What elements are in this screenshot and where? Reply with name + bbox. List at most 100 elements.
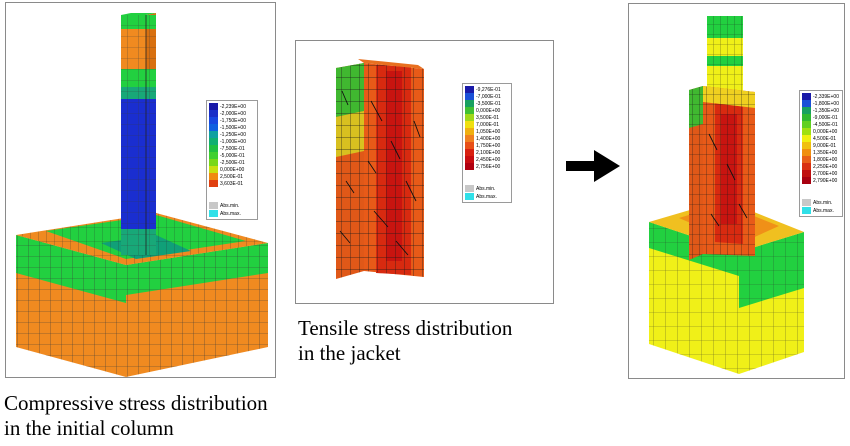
abs-min-label: Abs.min. bbox=[813, 199, 833, 206]
legend-value: -1,500E+00 bbox=[220, 124, 246, 131]
legend-row: -5,000E-01 bbox=[209, 152, 255, 159]
compressive-stress-panel: -2,239E+00-2,000E+00-1,750E+00-1,500E+00… bbox=[5, 2, 276, 378]
tensile-caption: Tensile stress distribution in the jacke… bbox=[298, 316, 512, 366]
legend-row: 3,500E-01 bbox=[465, 114, 509, 121]
legend-value: 2,500E-01 bbox=[220, 173, 244, 180]
legend-value: -2,500E-01 bbox=[220, 159, 245, 166]
legend-row: 2,100E+00 bbox=[465, 149, 509, 156]
jacketed-column-model-3d bbox=[649, 16, 804, 374]
legend-row: -4,500E-01 bbox=[802, 121, 840, 128]
compressive-caption: Compressive stress distribution in the i… bbox=[4, 391, 268, 441]
abs-max-label: Abs.max. bbox=[476, 193, 497, 200]
legend-swatch bbox=[209, 117, 218, 124]
legend-value: -1,350E+00 bbox=[813, 107, 839, 114]
legend-swatch bbox=[802, 142, 811, 149]
legend-value: -1,800E+00 bbox=[813, 100, 839, 107]
legend-swatch bbox=[465, 114, 474, 121]
legend-swatch bbox=[465, 107, 474, 114]
legend-value: 1,400E+00 bbox=[476, 135, 501, 142]
legend-swatch bbox=[209, 131, 218, 138]
legend-swatch bbox=[465, 93, 474, 100]
legend-value: -1,250E+00 bbox=[220, 131, 246, 138]
column-model-3d bbox=[16, 13, 268, 377]
legend-swatch bbox=[465, 149, 474, 156]
legend-row: 1,050E+00 bbox=[465, 128, 509, 135]
legend-value: 1,050E+00 bbox=[476, 128, 501, 135]
legend-swatch bbox=[465, 163, 474, 170]
legend-swatch bbox=[209, 124, 218, 131]
legend-swatch bbox=[209, 173, 218, 180]
legend-swatch bbox=[465, 156, 474, 163]
legend-row: 0,000E+00 bbox=[802, 128, 840, 135]
legend-value: -9,276E-01 bbox=[476, 86, 501, 93]
legend-value: 0,000E+00 bbox=[476, 107, 501, 114]
legend-row: 1,400E+00 bbox=[465, 135, 509, 142]
legend-swatch bbox=[802, 135, 811, 142]
legend-swatch bbox=[465, 142, 474, 149]
legend-row: 3,603E-01 bbox=[209, 180, 255, 187]
legend-value: 1,350E+00 bbox=[813, 149, 838, 156]
legend-swatch bbox=[802, 107, 811, 114]
legend-row: 9,000E-01 bbox=[802, 142, 840, 149]
legend-swatch bbox=[465, 86, 474, 93]
legend-row: -2,239E+00 bbox=[209, 103, 255, 110]
legend-swatch bbox=[209, 103, 218, 110]
legend-swatch bbox=[802, 128, 811, 135]
legend-value: -7,000E-01 bbox=[476, 93, 501, 100]
legend-value: 2,100E+00 bbox=[476, 149, 501, 156]
legend-row: -1,000E+00 bbox=[209, 138, 255, 145]
legend-value: 2,756E+00 bbox=[476, 163, 501, 170]
legend-swatch bbox=[802, 149, 811, 156]
legend-row: -7,000E-01 bbox=[465, 93, 509, 100]
legend-swatch bbox=[802, 100, 811, 107]
legend-row: 2,700E+00 bbox=[802, 170, 840, 177]
legend-row: 1,800E+00 bbox=[802, 156, 840, 163]
abs-max-label: Abs.max. bbox=[220, 210, 241, 217]
legend-row: -3,500E-01 bbox=[465, 100, 509, 107]
legend-swatch bbox=[465, 128, 474, 135]
legend-row: 0,000E+00 bbox=[209, 166, 255, 173]
legend-swatch bbox=[802, 170, 811, 177]
legend-swatch bbox=[209, 152, 218, 159]
legend-swatch bbox=[209, 138, 218, 145]
legend-row: 2,450E+00 bbox=[465, 156, 509, 163]
legend-row: 1,750E+00 bbox=[465, 142, 509, 149]
legend-row: -1,750E+00 bbox=[209, 117, 255, 124]
legend-row: 2,500E-01 bbox=[209, 173, 255, 180]
legend-row: -1,250E+00 bbox=[209, 131, 255, 138]
legend-row: 0,000E+00 bbox=[465, 107, 509, 114]
jacket-model-3d bbox=[336, 59, 424, 279]
legend-row: -1,350E+00 bbox=[802, 107, 840, 114]
legend-value: 1,800E+00 bbox=[813, 156, 838, 163]
legend-value: -1,750E+00 bbox=[220, 117, 246, 124]
legend-value: 1,750E+00 bbox=[476, 142, 501, 149]
legend-row: 2,790E+00 bbox=[802, 177, 840, 184]
abs-min-label: Abs.min. bbox=[220, 202, 240, 209]
legend-row: 4,500E-01 bbox=[802, 135, 840, 142]
legend-swatch bbox=[802, 156, 811, 163]
legend-value: 2,250E+00 bbox=[813, 163, 838, 170]
legend-value: -2,239E+00 bbox=[220, 103, 246, 110]
legend-swatch bbox=[465, 100, 474, 107]
legend-swatch bbox=[209, 145, 218, 152]
legend-value: 9,000E-01 bbox=[813, 142, 837, 149]
legend-row: -2,000E+00 bbox=[209, 110, 255, 117]
legend-swatch bbox=[209, 180, 218, 187]
legend-swatch bbox=[209, 159, 218, 166]
legend-row: 2,250E+00 bbox=[802, 163, 840, 170]
legend-value: -3,500E-01 bbox=[476, 100, 501, 107]
legend-row: -1,800E+00 bbox=[802, 100, 840, 107]
legend-swatch bbox=[802, 93, 811, 100]
caption-line: Tensile stress distribution bbox=[298, 316, 513, 340]
legend-row: -2,339E+00 bbox=[802, 93, 840, 100]
abs-min-label: Abs.min. bbox=[476, 185, 496, 192]
legend-value: -4,500E-01 bbox=[813, 121, 838, 128]
legend-swatch bbox=[802, 114, 811, 121]
legend-value: 3,500E-01 bbox=[476, 114, 500, 121]
legend-value: 2,790E+00 bbox=[813, 177, 838, 184]
legend-value: -9,000E-01 bbox=[813, 114, 838, 121]
legend-value: -5,000E-01 bbox=[220, 152, 245, 159]
legend-swatch bbox=[802, 121, 811, 128]
